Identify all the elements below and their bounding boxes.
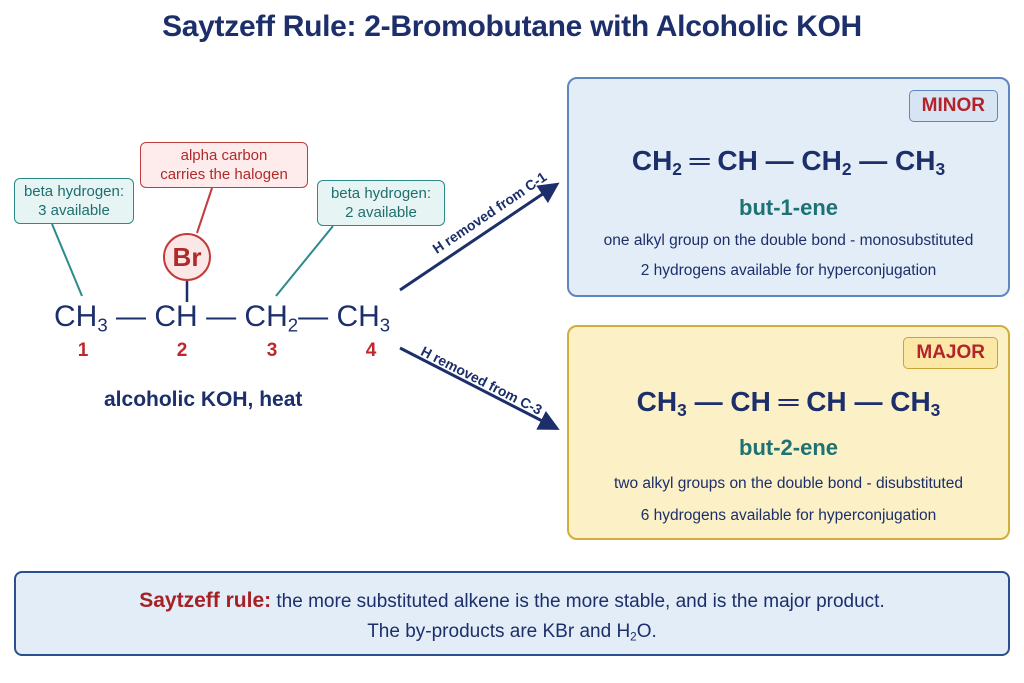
- major-product-box: MAJOR CH3 — CH ═ CH — CH3 but-2-ene two …: [567, 325, 1010, 540]
- minor-product-box: MINOR CH2 ═ CH — CH2 — CH3 but-1-ene one…: [567, 77, 1010, 297]
- arrow-to-major: [399, 346, 560, 430]
- major-product-hyperconjugation: 6 hydrogens available for hyperconjugati…: [640, 507, 937, 524]
- reaction-conditions: alcoholic KOH, heat: [104, 388, 303, 411]
- carbon-number-4: 4: [365, 340, 377, 361]
- saytzeff-rule-box: Saytzeff rule: the more substituted alke…: [14, 571, 1010, 656]
- minor-product-description: one alkyl group on the double bond - mon…: [603, 232, 974, 249]
- major-badge: MAJOR: [903, 337, 998, 369]
- minor-product-formula: CH2 ═ CH — CH2 — CH3: [631, 145, 946, 180]
- reactant-formula: CH3 — CH — CH2— CH3: [54, 300, 391, 336]
- major-product-name: but-2-ene: [739, 435, 838, 460]
- carbon-number-3: 3: [266, 340, 278, 361]
- major-product-formula: CH3 — CH ═ CH — CH3: [636, 386, 941, 421]
- minor-badge: MINOR: [908, 90, 998, 122]
- rule-statement: Saytzeff rule: the more substituted alke…: [16, 589, 1008, 613]
- minor-product-hyperconjugation: 2 hydrogens available for hyperconjugati…: [640, 262, 937, 279]
- beta-hydrogen-callout-left: beta hydrogen: 3 available: [14, 178, 134, 224]
- byproducts-statement: The by-products are KBr and H2O.: [367, 621, 657, 644]
- minor-product-name: but-1-ene: [739, 195, 838, 220]
- beta-right-leader: [275, 225, 334, 297]
- bromine-substituent: Br: [163, 233, 211, 281]
- diagram-title: Saytzeff Rule: 2-Bromobutane with Alcoho…: [162, 10, 862, 43]
- major-product-description: two alkyl groups on the double bond - di…: [614, 475, 963, 492]
- carbon-number-1: 1: [77, 340, 89, 361]
- beta-left-leader: [51, 223, 83, 297]
- arrow-to-minor: [399, 182, 560, 292]
- beta-hydrogen-callout-right: beta hydrogen: 2 available: [317, 180, 445, 226]
- carbon-number-2: 2: [176, 340, 188, 361]
- rule-lead: Saytzeff rule:: [139, 589, 272, 612]
- alpha-carbon-callout: alpha carbon carries the halogen: [140, 142, 308, 188]
- rule-text: the more substituted alkene is the more …: [276, 591, 885, 612]
- alpha-leader: [196, 187, 213, 234]
